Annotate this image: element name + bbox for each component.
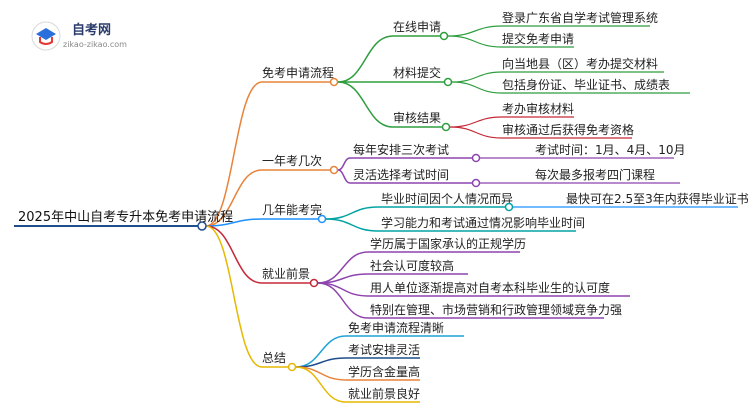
leaf-submit-application: 提交免考申请	[502, 31, 574, 46]
branch-label: 就业前景	[262, 266, 310, 281]
branch-exams-per-year: 一年考几次 每年安排三次考试 考试时间：1月、4月、10月 灵活选择考试时间 每…	[262, 142, 686, 188]
root-node: 2025年中山自考专升本免考申请流程	[14, 210, 233, 231]
connector-curve	[449, 116, 503, 128]
connector-curve	[205, 225, 263, 284]
connector-curve	[447, 35, 503, 48]
sub-clear-process: 免考申请流程清晰	[348, 320, 444, 335]
sub-good-prospects: 就业前景良好	[348, 386, 420, 401]
connector-curve	[295, 366, 347, 403]
root-title: 2025年中山自考专升本免考申请流程	[18, 210, 233, 225]
branch-label: 总结	[262, 351, 286, 365]
leaf-get-exemption: 审核通过后获得免考资格	[502, 122, 634, 137]
sub-high-value: 学历含金量高	[348, 364, 420, 379]
logo-url: zikao-zikao.com	[63, 40, 127, 49]
sub-flexible-schedule: 考试安排灵活	[348, 342, 420, 357]
connector-curve	[325, 206, 379, 220]
connector-curve	[317, 282, 369, 319]
connector-curve	[451, 81, 503, 94]
sub-competitive-fields: 特别在管理、市场营销和行政管理领域竞争力强	[370, 302, 622, 317]
sub-employer-recognition: 用人单位逐渐提高对自考本科毕业生的认可度	[370, 280, 610, 295]
sub-online-apply: 在线申请	[393, 20, 441, 34]
connector-curve	[337, 81, 394, 128]
sub-graduation-varies: 毕业时间因个人情况而异	[381, 192, 513, 206]
connector-curve	[337, 169, 351, 184]
connector-curve	[451, 71, 503, 83]
connector-curve	[325, 218, 379, 232]
branch-label: 一年考几次	[262, 154, 322, 168]
sub-materials: 材料提交	[393, 65, 441, 80]
connector-curve	[205, 218, 263, 227]
sub-three-exams: 每年安排三次考试	[353, 142, 449, 157]
branch-career-prospects: 就业前景 学历属于国家承认的正规学历 社会认可度较高 用人单位逐渐提高对自考本科…	[262, 236, 630, 319]
connector-curve	[337, 157, 351, 171]
sub-social-recognition: 社会认可度较高	[370, 258, 454, 273]
connector-curve	[337, 35, 394, 83]
connector-curve	[447, 25, 503, 37]
connector-curve	[205, 169, 263, 227]
leaf-login-system: 登录广东省自学考试管理系统	[502, 10, 658, 25]
connector-curve	[449, 126, 503, 139]
connector-curve	[205, 225, 263, 368]
sub-ability-affects: 学习能力和考试通过情况影响毕业时间	[381, 215, 585, 230]
connector-curve	[205, 81, 263, 227]
branch-summary: 总结 免考申请流程清晰 考试安排灵活 学历含金量高 就业前景良好	[262, 320, 464, 403]
sub-recognized-degree: 学历属于国家承认的正规学历	[370, 236, 526, 251]
leaf-exam-months: 考试时间：1月、4月、10月	[535, 142, 686, 157]
branch-label: 免考申请流程	[262, 65, 334, 80]
leaf-fastest-years: 最快可在2.5至3年内获得毕业证书	[566, 191, 749, 206]
leaf-submit-to-office: 向当地县（区）考办提交材料	[502, 56, 658, 71]
logo-name: 自考网	[72, 22, 111, 38]
branch-exemption-process: 免考申请流程 在线申请 登录广东省自学考试管理系统 提交免考申请 材料提交 向当…	[262, 10, 690, 139]
sub-flexible-time: 灵活选择考试时间	[353, 167, 449, 182]
logo: 自考网 zikao-zikao.com	[31, 21, 127, 51]
leaf-office-review: 考办审核材料	[502, 101, 574, 116]
leaf-document-list: 包括身份证、毕业证书、成绩表	[502, 77, 670, 92]
leaf-max-courses: 每次最多报考四门课程	[535, 167, 655, 182]
connector-lines	[205, 25, 563, 403]
branch-label: 几年能考完	[262, 202, 322, 217]
branch-years-to-finish: 几年能考完 毕业时间因个人情况而异 最快可在2.5至3年内获得毕业证书 学习能力…	[262, 191, 749, 232]
sub-review-result: 审核结果	[393, 110, 441, 125]
